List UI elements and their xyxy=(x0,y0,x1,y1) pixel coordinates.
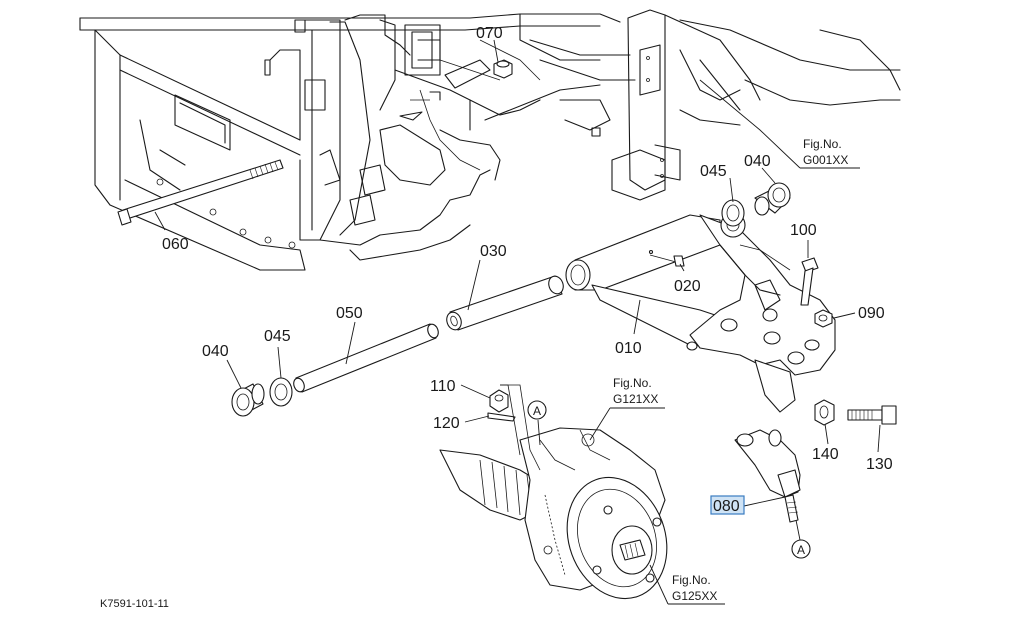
marker-a-top-text: A xyxy=(533,404,541,418)
marker-a-bottom: A xyxy=(791,539,811,559)
marker-a-bottom-text: A xyxy=(797,543,805,557)
bolt-100[interactable] xyxy=(800,257,819,306)
label-120[interactable]: 120 xyxy=(433,415,460,432)
label-060[interactable]: 060 xyxy=(162,236,189,253)
label-100[interactable]: 100 xyxy=(790,222,817,239)
label-070[interactable]: 070 xyxy=(476,25,503,42)
ball-joint-080[interactable] xyxy=(734,429,801,523)
label-020[interactable]: 020 xyxy=(674,278,701,295)
marker-a-top: A xyxy=(527,400,547,420)
label-140[interactable]: 140 xyxy=(812,446,839,463)
label-130[interactable]: 130 xyxy=(866,456,893,473)
bushing-040-left[interactable] xyxy=(231,383,265,417)
label-080[interactable]: 080 xyxy=(713,498,740,515)
long-bolt-060[interactable] xyxy=(117,159,284,226)
part-labels: 070 045 040 100 090 020 030 050 045 040 … xyxy=(162,25,893,515)
nut-070[interactable] xyxy=(493,59,513,79)
label-050[interactable]: 050 xyxy=(336,305,363,322)
nut-110[interactable] xyxy=(489,389,509,413)
label-040-left[interactable]: 040 xyxy=(202,343,229,360)
lower-arm-010[interactable] xyxy=(565,212,836,413)
frame-assembly xyxy=(79,9,901,271)
leader-lines xyxy=(154,39,881,605)
washer-045-left[interactable] xyxy=(269,377,293,407)
figure-references: Fig.No. G001XX Fig.No. G121XX Fig.No. G1… xyxy=(613,137,848,603)
nut-090[interactable] xyxy=(814,309,833,328)
label-045-top[interactable]: 045 xyxy=(700,163,727,180)
label-040-top[interactable]: 040 xyxy=(744,153,771,170)
fig-ref-g001-line1[interactable]: Fig.No. xyxy=(803,137,842,151)
grease-fitting-020[interactable] xyxy=(648,249,685,267)
pin-050[interactable] xyxy=(292,323,440,394)
drawing-code: K7591-101-11 xyxy=(100,598,169,610)
fig-ref-g121-line2[interactable]: G121XX xyxy=(613,392,658,406)
fig-ref-g125-line2[interactable]: G125XX xyxy=(672,589,717,603)
label-090[interactable]: 090 xyxy=(858,305,885,322)
cotter-pin-120[interactable] xyxy=(487,412,516,422)
fig-ref-g121-line1[interactable]: Fig.No. xyxy=(613,376,652,390)
nut-140[interactable] xyxy=(814,399,835,426)
bolt-130[interactable] xyxy=(847,405,897,425)
label-030[interactable]: 030 xyxy=(480,243,507,260)
washer-045-right[interactable] xyxy=(721,199,745,227)
label-110[interactable]: 110 xyxy=(430,378,456,395)
fig-ref-g001-line2[interactable]: G001XX xyxy=(803,153,848,167)
label-045-left[interactable]: 045 xyxy=(264,328,291,345)
tube-030[interactable] xyxy=(444,274,565,332)
hub-assembly xyxy=(439,427,668,600)
label-010[interactable]: 010 xyxy=(615,340,642,357)
fig-ref-g125-line1[interactable]: Fig.No. xyxy=(672,573,711,587)
label-080-highlight xyxy=(710,495,745,515)
bushing-040-right[interactable] xyxy=(754,182,791,216)
